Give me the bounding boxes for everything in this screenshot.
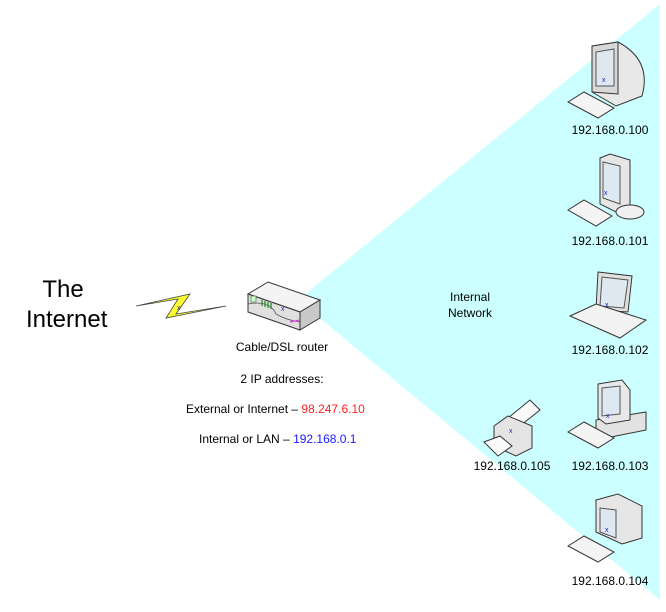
svg-text:x: x: [602, 77, 606, 84]
internal-network-line1: Internal: [449, 290, 491, 304]
svg-text:x: x: [281, 306, 285, 313]
device-ip-102: 192.168.0.102: [571, 343, 649, 357]
internal-ip-line: Internal or LAN – 192.168.0.1: [199, 432, 356, 446]
internal-ip-value: 192.168.0.1: [293, 432, 357, 446]
router-label: Cable/DSL router: [235, 340, 329, 354]
external-ip-label: External or Internet –: [186, 402, 302, 416]
svg-text:x: x: [606, 413, 610, 420]
internal-ip-label: Internal or LAN –: [199, 432, 294, 446]
flat-monitor-icon: x: [567, 153, 645, 227]
external-ip-line: External or Internet – 98.247.6.10: [186, 402, 365, 416]
internet-label: The Internet: [26, 275, 108, 335]
internet-label-line1: The: [42, 276, 84, 303]
device-ip-101: 192.168.0.101: [571, 234, 649, 248]
device-ip-104: 192.168.0.104: [571, 574, 649, 588]
lightning-bolt-icon: x: [135, 293, 227, 319]
monitor-icon: x: [567, 493, 643, 563]
device-ip-103: 192.168.0.103: [571, 459, 649, 473]
desktop-tower-icon: x: [567, 379, 647, 449]
internet-label-line2: Internet: [26, 306, 108, 333]
internal-network-area: [298, 4, 660, 600]
device-ip-100: 192.168.0.100: [571, 123, 649, 137]
device-ip-105: 192.168.0.105: [473, 459, 551, 473]
router-icon: x: [246, 281, 322, 331]
svg-text:x: x: [605, 527, 609, 534]
crt-monitor-icon: x: [567, 41, 645, 119]
svg-text:x: x: [605, 302, 609, 309]
printer-icon: x: [483, 399, 541, 457]
external-ip-value: 98.247.6.10: [301, 402, 365, 416]
ip-heading: 2 IP addresses:: [240, 372, 324, 386]
internal-network-line2: Network: [447, 306, 492, 320]
svg-text:x: x: [604, 190, 608, 197]
svg-text:x: x: [509, 428, 513, 435]
svg-text:x: x: [177, 305, 181, 312]
laptop-icon: x: [568, 271, 648, 339]
internal-network-label: Internal Network: [438, 289, 502, 321]
